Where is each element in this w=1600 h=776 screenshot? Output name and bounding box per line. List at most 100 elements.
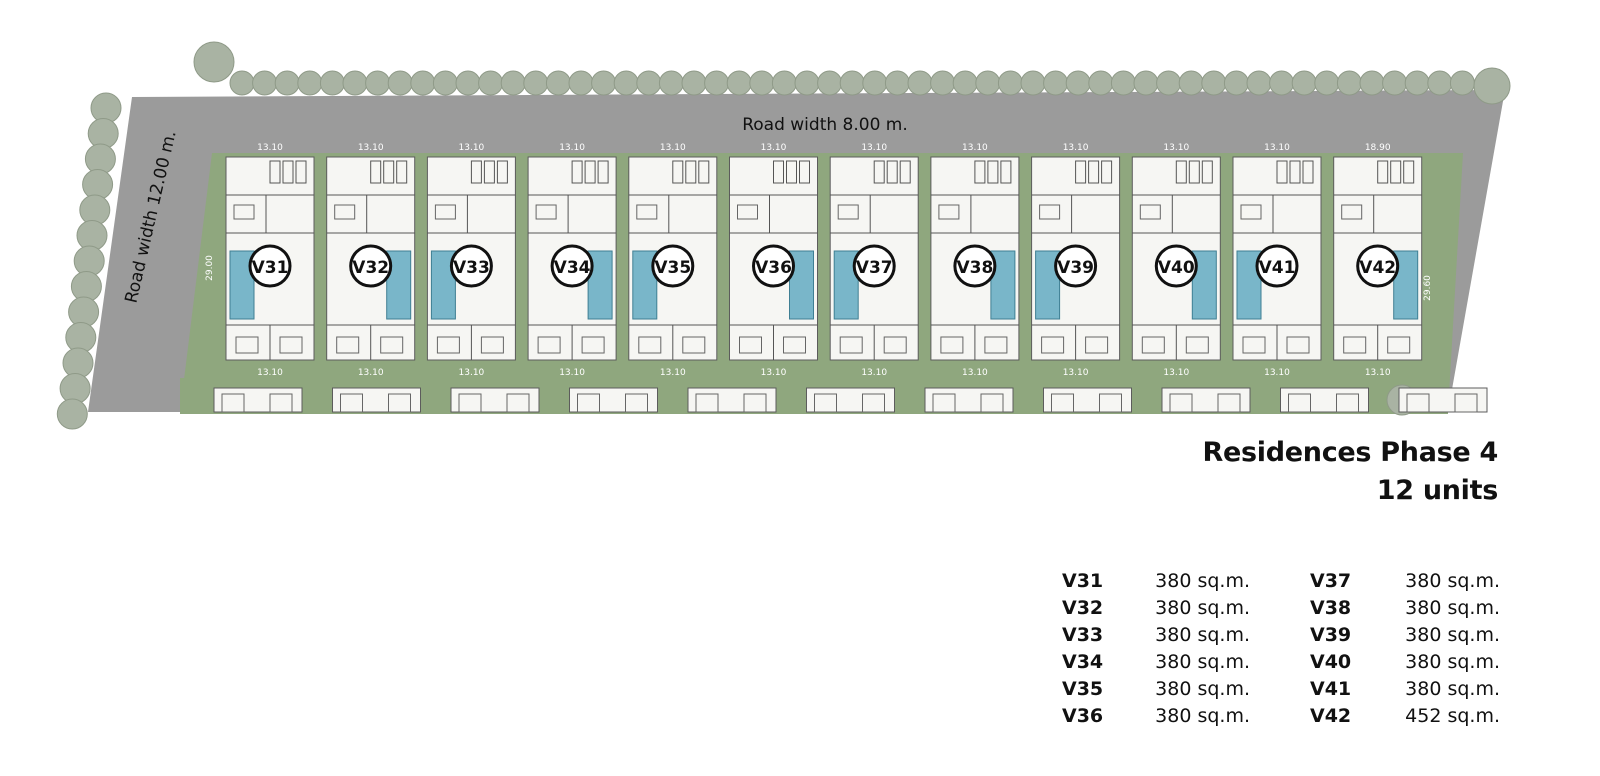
villa-area: 380 sq.m. [1405, 678, 1500, 700]
tree [1133, 70, 1159, 96]
villa-badge [651, 244, 695, 288]
plot-top-dimension: 13.10 [660, 143, 686, 153]
bed-icon [1141, 336, 1165, 354]
tree [568, 70, 594, 96]
tree [907, 70, 933, 96]
room-outline [1169, 393, 1193, 413]
tree [297, 70, 323, 96]
car-icon [873, 160, 885, 184]
car-icon [1201, 160, 1213, 184]
pool [229, 250, 255, 320]
villa-badge [1356, 244, 1400, 288]
car-icon [685, 160, 697, 184]
car-icon [295, 160, 307, 184]
villa-label: V39 [1057, 258, 1094, 278]
plot-top-dimension: 13.10 [962, 143, 988, 153]
car-icon [1000, 160, 1012, 184]
bed-icon [1240, 204, 1262, 220]
tree [1427, 70, 1453, 96]
room-outline [1336, 393, 1359, 413]
room-outline [1051, 393, 1074, 413]
tree [319, 70, 345, 96]
villa-id: V32 [1062, 597, 1104, 619]
tree [1020, 70, 1046, 96]
pool [833, 250, 859, 320]
villa-id: V39 [1310, 624, 1352, 646]
tree [365, 70, 391, 96]
plot-bottom-dimension: 13.10 [861, 368, 887, 378]
villa-area: 380 sq.m. [1405, 597, 1500, 619]
side-left-dimension: 29.00 [205, 255, 215, 281]
lower-plot [332, 387, 421, 413]
bed-icon [434, 204, 456, 220]
bed-icon [1242, 336, 1266, 354]
plot-bottom-dimension: 13.10 [660, 368, 686, 378]
tree [726, 70, 752, 96]
room-outline [458, 393, 482, 413]
plot-top-dimension: 13.10 [1264, 143, 1290, 153]
carport [571, 160, 609, 184]
villa-badge [953, 244, 997, 288]
plot-top-dimension: 13.10 [358, 143, 384, 153]
villa-id: V37 [1310, 570, 1352, 592]
villa-area: 380 sq.m. [1155, 651, 1250, 673]
bed-icon [1039, 204, 1061, 220]
car-icon [1289, 160, 1301, 184]
plot-bottom-dimension: 13.10 [257, 368, 283, 378]
side-right-dimension: 29.60 [1423, 275, 1433, 301]
room-outline [862, 393, 885, 413]
villa-label: V31 [252, 258, 289, 278]
lower-plot [1280, 387, 1369, 413]
plot-top-dimension: 13.10 [761, 143, 787, 153]
car-icon [974, 160, 986, 184]
room-outline [743, 393, 767, 413]
lower-plot [450, 387, 540, 413]
tree [591, 70, 617, 96]
bed-icon [480, 336, 504, 354]
carport [672, 160, 710, 184]
tree [817, 70, 843, 96]
bed-icon [1085, 336, 1109, 354]
lower-plot [1398, 387, 1488, 413]
tree [500, 70, 526, 96]
villa-id: V35 [1062, 678, 1104, 700]
car-icon [370, 160, 382, 184]
plot-bottom-dimension: 13.10 [761, 368, 787, 378]
villa-badge [1154, 244, 1198, 288]
car-icon [899, 160, 911, 184]
room-outline [506, 393, 530, 413]
lower-plot-row [213, 387, 1488, 413]
tree [749, 70, 775, 96]
tree [997, 70, 1023, 96]
bed-icon [535, 204, 557, 220]
tree [1359, 70, 1385, 96]
room-outline [577, 393, 600, 413]
car-icon [1175, 160, 1187, 184]
lower-plot-outline [806, 387, 895, 413]
tree [56, 398, 88, 430]
villa-label: V40 [1158, 258, 1195, 278]
lower-plot-outline [1043, 387, 1132, 413]
tree [704, 70, 730, 96]
lower-plot [569, 387, 658, 413]
plot-bottom-dimension: 13.10 [1063, 368, 1089, 378]
pool [386, 250, 412, 320]
floor-plan-lines [1333, 194, 1422, 360]
lower-plot-outline [687, 387, 777, 413]
villa-label: V42 [1359, 258, 1396, 278]
bed-icon [279, 336, 303, 354]
